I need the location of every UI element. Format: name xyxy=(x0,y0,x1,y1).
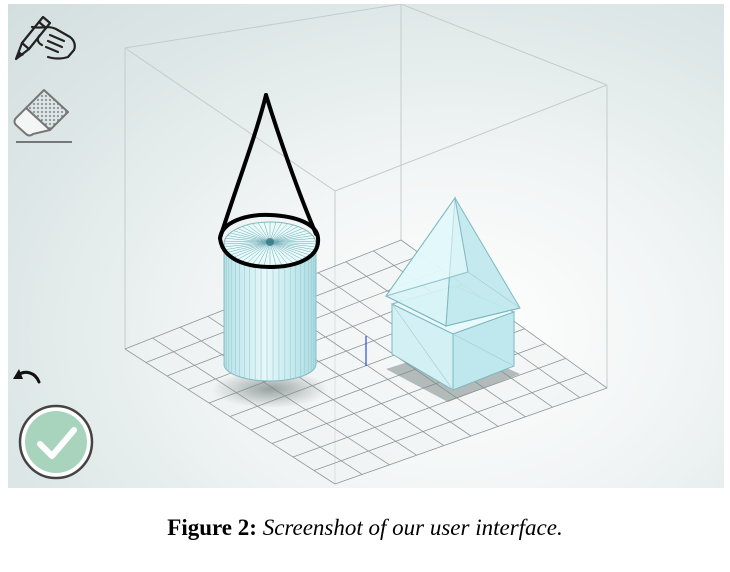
cylinder-top-ray xyxy=(230,241,271,256)
eraser-tool-button[interactable] xyxy=(10,80,80,150)
cylinder-top-ray xyxy=(227,241,271,253)
pen-tool-button[interactable] xyxy=(8,6,82,66)
cylinder-top-ray xyxy=(269,228,303,243)
grid-line xyxy=(292,358,566,458)
cylinder-top-ray xyxy=(269,232,310,243)
eraser-icon xyxy=(13,89,72,143)
pen-hand-icon xyxy=(14,15,76,61)
cylinder-top-ray xyxy=(269,241,310,256)
cylinder-top-ray xyxy=(233,230,271,243)
confirm-button[interactable] xyxy=(16,402,96,482)
3d-scene[interactable] xyxy=(8,4,724,488)
cylinder-top-ray xyxy=(269,241,283,266)
cylinder-top-ray xyxy=(233,241,271,258)
cylinder-top-ray xyxy=(227,235,271,243)
undo-arrow-icon xyxy=(13,369,41,384)
modeling-viewport[interactable] xyxy=(8,4,724,488)
cylinder-top-ray xyxy=(257,241,271,266)
cylinder-top-ray xyxy=(269,241,277,266)
cylinder-top-ray xyxy=(252,223,271,243)
undo-button[interactable] xyxy=(8,364,48,394)
cylinder-top-ray xyxy=(237,228,271,243)
checkmark-icon xyxy=(18,404,94,480)
cylinder-top-ray xyxy=(241,226,271,243)
cylinder-top-ray xyxy=(269,241,299,262)
cylinder-top-ray xyxy=(225,238,271,243)
figure-caption: Figure 2: Screenshot of our user interfa… xyxy=(0,515,730,541)
cylinder-top-ray xyxy=(269,224,294,243)
cylinder-top-ray xyxy=(269,241,316,248)
cylinder-top-ray xyxy=(269,238,315,243)
cylinder-top-ray xyxy=(269,230,307,243)
cylinder-top-ray xyxy=(269,241,317,245)
cylinder-top-ray xyxy=(224,240,271,243)
bounding-box xyxy=(124,4,608,484)
cylinder-top-ray xyxy=(269,241,313,253)
cylinder-top-ray xyxy=(269,223,288,243)
cylinder-top-ray xyxy=(269,240,316,243)
cylinder-top-ray xyxy=(269,241,303,260)
cylinder-shadow xyxy=(212,370,328,408)
cylinder-top-ray xyxy=(269,235,313,243)
square-pyramid[interactable] xyxy=(384,196,521,327)
cylinder[interactable] xyxy=(223,221,317,382)
caption-text: Screenshot of our user interface. xyxy=(262,515,563,540)
sketch-stroke[interactable] xyxy=(218,93,321,269)
cylinder-top-ray xyxy=(241,241,271,262)
cylinder-top-ray xyxy=(225,241,271,250)
caption-label: Figure 2: xyxy=(167,515,257,540)
cylinder-top-ray xyxy=(263,241,271,266)
cylinder-top-ray xyxy=(269,241,307,258)
cylinder-top-ray xyxy=(223,241,271,245)
grid-line xyxy=(313,372,587,471)
cylinder-top-ray xyxy=(269,241,315,250)
cylinder-top-ray xyxy=(252,241,271,265)
cylinder-top-ray xyxy=(246,241,271,264)
cylinder-top-ray xyxy=(269,226,299,243)
cylinder-top-ray xyxy=(269,241,294,264)
cylinder-top-ray xyxy=(246,224,271,243)
cylinder-top-ray xyxy=(230,232,271,243)
cylinder-top-ray xyxy=(237,241,271,260)
grid-line xyxy=(334,387,608,485)
cylinder-top-ray xyxy=(224,241,271,248)
cylinder-top-ray xyxy=(269,241,288,265)
